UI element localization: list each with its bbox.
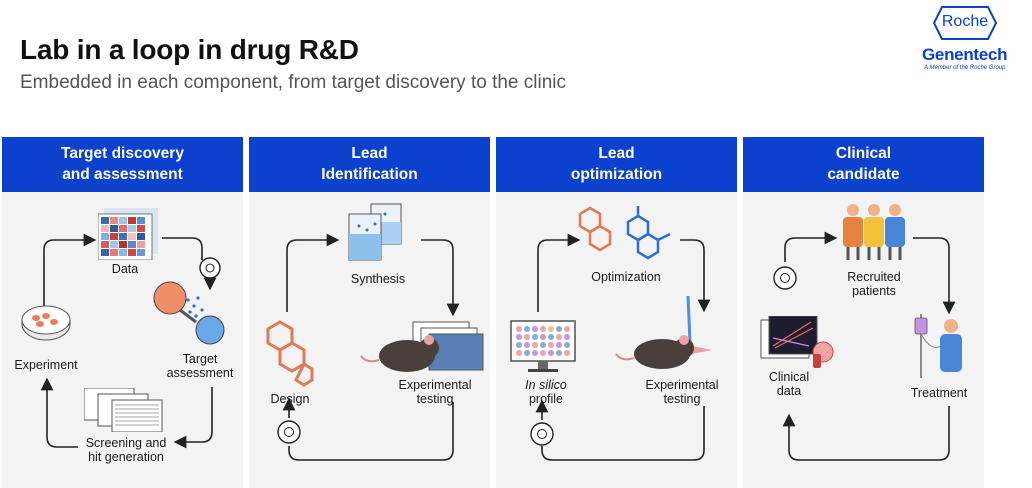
roche-wordmark: Roche	[941, 13, 989, 30]
page-subtitle: Embedded in each component, from target …	[20, 72, 567, 93]
label-data: Data	[111, 262, 139, 276]
patients-icon	[843, 204, 905, 260]
genentech-wordmark: Genentech	[922, 45, 1008, 64]
target-cell-icon	[153, 281, 225, 345]
mouse-plates-icon	[360, 321, 484, 372]
panel-header-line1: Lead	[598, 145, 635, 162]
molecules-icon	[578, 206, 671, 260]
petri-dish-icon	[21, 305, 71, 341]
panel-target-discovery: Target discovery and assessment	[2, 137, 243, 488]
ai-brain-icon	[277, 420, 301, 444]
loop-arrows	[530, 233, 711, 461]
panel-clinical-candidate: Clinical candidate Recruited patients	[743, 137, 984, 488]
well-plates-icon	[84, 388, 163, 432]
label-experimental-2: testing	[416, 392, 454, 406]
panel-header: Clinical candidate	[743, 137, 984, 192]
loop-arrows	[40, 233, 221, 449]
label-clinical-2: data	[776, 384, 802, 398]
monitor-profile-icon	[510, 320, 576, 372]
label-design: Design	[270, 392, 310, 406]
member-tagline: A Member of the Roche Group	[924, 65, 1006, 71]
panel-header-line1: Clinical	[835, 145, 892, 162]
label-experimental-1: Experimental	[398, 378, 472, 392]
mouse-injection-icon	[615, 296, 712, 369]
loop-arrows	[773, 231, 956, 461]
label-experimental-2: testing	[663, 392, 701, 406]
panel-header: Lead optimization	[496, 137, 737, 192]
ai-brain-icon	[199, 257, 221, 279]
label-screening-2: hit generation	[88, 450, 164, 464]
panel-header-line2: Identification	[321, 166, 418, 183]
label-experiment: Experiment	[14, 358, 78, 372]
panel-header-line2: optimization	[570, 166, 663, 183]
label-recruited-1: Recruited	[847, 270, 901, 284]
label-clinical-1: Clinical	[768, 370, 810, 384]
panel-lead-optimization: Lead optimization Optimization	[496, 137, 737, 488]
panel-header-line2: candidate	[827, 166, 900, 183]
label-target-1: Target	[182, 352, 218, 366]
label-synthesis: Synthesis	[350, 272, 406, 286]
label-screening-1: Screening and	[85, 436, 167, 450]
label-treatment: Treatment	[910, 386, 968, 400]
panel-header: Lead Identification	[249, 137, 490, 192]
panel-lead-identification: Lead Identification Synthesis	[249, 137, 490, 488]
beakers-icon	[348, 203, 402, 261]
heatmap-icon	[98, 208, 158, 260]
label-recruited-2: patients	[852, 284, 896, 298]
roche-hexagon-icon	[932, 5, 998, 41]
molecule-icon	[266, 320, 314, 387]
label-insilico-2: profile	[528, 392, 564, 406]
roche-genentech-logo: Roche Genentech A Member of the Roche Gr…	[918, 5, 1022, 75]
label-insilico-1: In silico	[525, 378, 567, 392]
label-experimental-1: Experimental	[645, 378, 719, 392]
clinical-data-icon	[760, 316, 834, 368]
loop-arrows	[277, 233, 460, 461]
label-target-2: assessment	[166, 366, 234, 380]
treatment-icon	[914, 314, 962, 378]
ai-brain-icon	[773, 266, 797, 290]
panel-header-line1: Lead	[351, 145, 388, 162]
panel-header: Target discovery and assessment	[2, 137, 243, 192]
panel-header-line1: Target discovery	[61, 145, 184, 162]
panel-header-line2: and assessment	[62, 166, 183, 183]
ai-brain-icon	[530, 422, 554, 446]
label-optimization: Optimization	[591, 270, 661, 284]
page-title: Lab in a loop in drug R&D	[20, 34, 359, 65]
